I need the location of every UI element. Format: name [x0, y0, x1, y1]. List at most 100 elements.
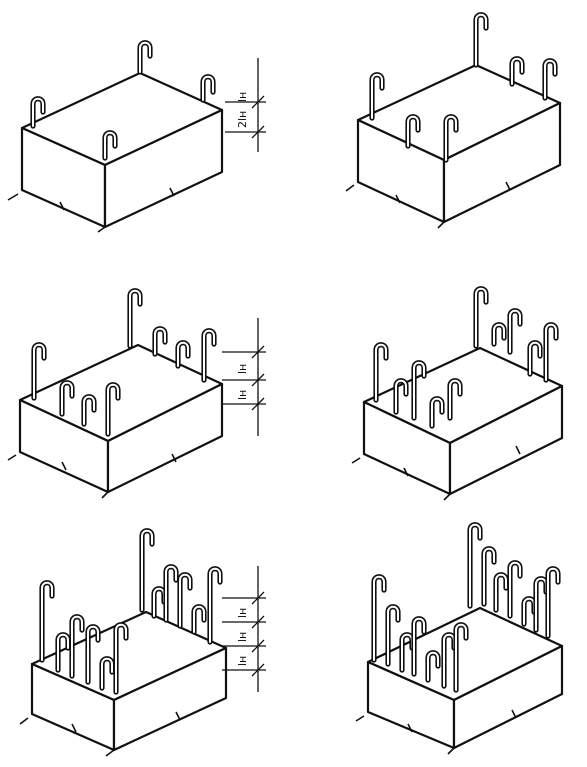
panel-a: 2lн lн [7, 40, 266, 233]
dimension-label-ln: lн [236, 390, 249, 400]
rebar-core [495, 573, 507, 611]
rebar-hook [151, 586, 167, 619]
rebar-core [544, 59, 556, 99]
rebar-core [165, 565, 177, 621]
rebar-core [203, 329, 215, 381]
dimension-label-ln: lн [236, 656, 249, 666]
rebar-group [39, 528, 223, 695]
rebar-core [41, 581, 53, 661]
rebar-core [511, 57, 523, 85]
rebar-core [413, 361, 425, 419]
rebar-core [107, 383, 119, 435]
rebar-core [469, 523, 481, 607]
rebar-core [395, 379, 407, 413]
concrete-block [7, 71, 224, 233]
dimension-line: lн lн lн [222, 566, 266, 692]
rebar-hook [137, 40, 153, 75]
rebar-core [475, 287, 487, 347]
rebar-hook [521, 596, 537, 627]
rebar-core [371, 73, 383, 119]
panel-f [355, 522, 564, 755]
rebar-core [177, 341, 189, 367]
rebar-hook [163, 564, 179, 623]
rebar-core [387, 605, 399, 665]
rebar-core [413, 617, 425, 675]
rebar-hook [207, 566, 223, 645]
rebar-group [373, 286, 559, 429]
panel-b [345, 12, 562, 229]
rebar-core [475, 13, 487, 66]
rebar-hook [507, 560, 523, 619]
rebar-core [209, 567, 221, 643]
dimension-label-ln: lн [236, 364, 249, 374]
rebar-core [139, 41, 151, 73]
rebar-core [375, 343, 387, 401]
rebar-hook [127, 288, 143, 349]
rebar-hook [545, 566, 561, 639]
rebar-core [545, 323, 557, 381]
concrete-block [19, 610, 228, 757]
rebar-hook [543, 322, 559, 383]
rebar-core [71, 615, 83, 677]
panel-d [351, 286, 564, 501]
rebar-hook [175, 340, 191, 369]
rebar-core [483, 547, 495, 605]
rebar-hook [527, 340, 543, 377]
rebar-core [33, 343, 45, 399]
rebar-hook [39, 580, 55, 663]
dimension-line: 2lн lн [225, 58, 266, 152]
rebar-core [427, 651, 439, 681]
rebar-hook [481, 546, 497, 607]
rebar-group [369, 12, 558, 163]
rebar-core [83, 395, 95, 425]
rebar-core [455, 623, 467, 691]
rebar-hook [467, 522, 483, 609]
rebar-core [493, 323, 505, 345]
rebar-hook [493, 572, 509, 613]
rebar-group [371, 522, 561, 693]
rebar-core [547, 567, 559, 637]
rebar-core [449, 379, 461, 419]
rebar-core [129, 289, 141, 347]
concrete-block [355, 606, 564, 755]
rebar-core [87, 625, 99, 683]
rebar-core [407, 115, 419, 147]
rebar-core [529, 341, 541, 375]
rebar-hook [139, 528, 155, 613]
rebar-hook [473, 286, 489, 349]
rebar-core [509, 561, 521, 617]
rebar-core [101, 657, 113, 689]
rebar-hook [491, 322, 507, 347]
rebar-core [104, 131, 116, 159]
rebar-core [373, 575, 385, 661]
rebar-core [445, 115, 457, 161]
dimension-label-2ln: 2lн [236, 111, 249, 128]
rebar-hook [200, 74, 216, 103]
dimension-label-ln: lн [236, 92, 249, 102]
rebar-hook [177, 572, 193, 629]
panel-e: lн lн lн [19, 528, 266, 757]
rebar-hook [371, 574, 387, 663]
rebar-hook [473, 12, 489, 68]
rebar-core [61, 381, 73, 415]
rebar-group [31, 288, 217, 437]
rebar-hook [509, 56, 525, 87]
rebar-core [509, 309, 521, 353]
rebar-core [154, 327, 166, 355]
rebar-core [141, 529, 153, 611]
rebar-core [193, 605, 205, 633]
rebar-hook [542, 58, 558, 101]
rebar-core [431, 397, 443, 427]
dimension-label-ln: lн [236, 608, 249, 618]
rebar-core [202, 75, 214, 101]
rebar-core [115, 623, 127, 693]
rebar-core [179, 573, 191, 627]
dimension-label-ln: lн [236, 632, 249, 642]
rebar-hook [201, 328, 217, 383]
rebar-hook [507, 308, 523, 355]
panel-c: lн lн [7, 288, 266, 499]
rebar-hook [191, 604, 207, 635]
rebar-core [57, 633, 69, 671]
rebar-hook [533, 576, 549, 633]
